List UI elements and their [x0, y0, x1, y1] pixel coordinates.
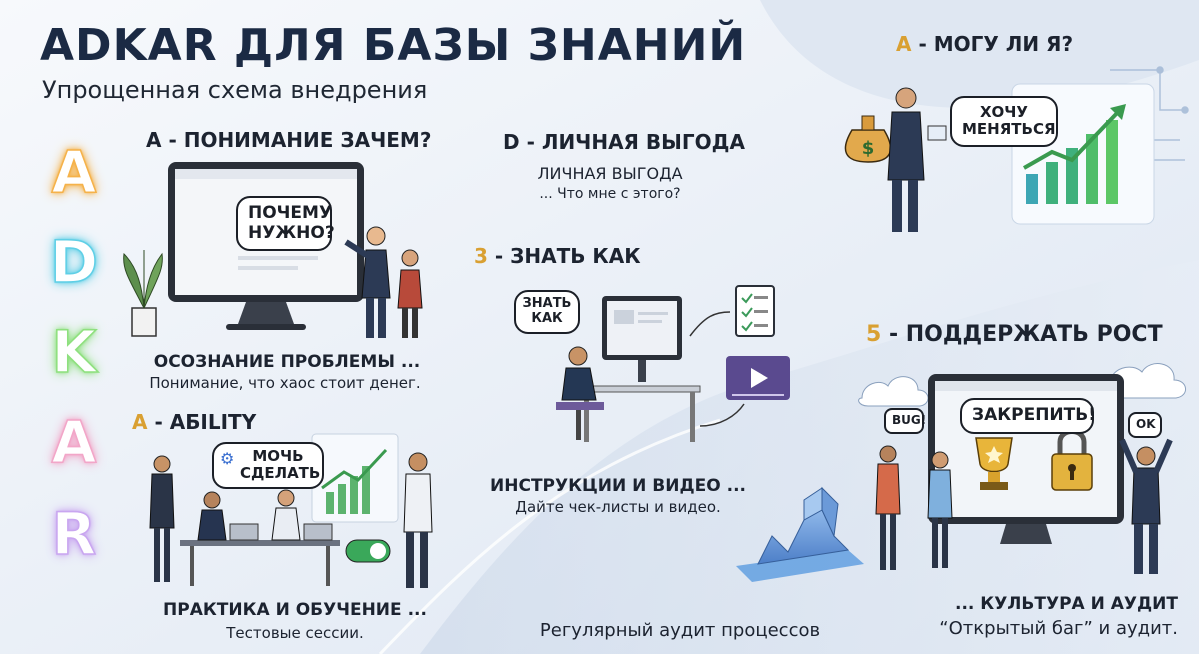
woman-standing-figure — [149, 455, 175, 582]
checklist-icon — [735, 285, 775, 337]
ability-bubble: ⚙ МОЧЬ СДЕЛАТЬ — [212, 442, 324, 489]
can-i-heading-text: - МОГУ ЛИ Я? — [911, 32, 1074, 56]
awareness-illustration — [123, 162, 423, 338]
seated-man-figure — [271, 489, 301, 541]
knowledge-bubble: ЗНАТЬ КАК — [514, 290, 580, 334]
gear-icon: ⚙ — [220, 449, 235, 468]
can-i-heading: A - МОГУ ЛИ Я? — [896, 32, 1073, 56]
awareness-bubble: ПОЧЕМУ НУЖНО? — [236, 196, 335, 252]
chart-board-icon — [311, 433, 399, 523]
svg-text:$: $ — [862, 138, 875, 159]
ability-illustration — [149, 433, 433, 588]
cloud-icon — [858, 376, 929, 407]
desire-line2: ... Что мне с этого? — [539, 186, 681, 202]
page-subtitle: Упрощенная схема внедрения — [42, 76, 428, 104]
awareness-line2: Понимание, что хаос стоит денег. — [149, 374, 421, 392]
letter-a1: A — [51, 137, 97, 207]
letter-r: R — [51, 499, 97, 569]
plant-icon — [123, 250, 163, 337]
knowledge-heading-text: - ЗНАТЬ КАК — [487, 244, 641, 268]
desire-line1: ЛИЧНАЯ ВЫГОДА — [537, 164, 683, 183]
presenter-figure — [344, 226, 391, 338]
reinforce-line2: “Открытый баг” и аудит. — [939, 618, 1178, 639]
ability-prefix: A — [132, 410, 148, 434]
woman-figure — [397, 249, 423, 338]
reinforce-heading-text: - ПОДДЕРЖАТЬ РОСТ — [881, 322, 1163, 347]
ability-heading-text: - AБILITY — [147, 410, 257, 434]
woman-blue-figure — [927, 451, 953, 568]
man-standing-figure — [403, 452, 433, 588]
reinforce-heading: 5 - ПОДДЕРЖАТЬ РОСТ — [866, 322, 1163, 347]
page-title: ADKAR ДЛЯ БАЗЫ ЗНАНИЙ — [40, 20, 747, 71]
padlock-icon — [1051, 429, 1093, 491]
businessman-figure — [887, 87, 947, 232]
ok-bubble: OK — [1128, 412, 1162, 438]
knowledge-line1: ИНСТРУКЦИИ И ВИДЕО ... — [490, 476, 746, 496]
knowledge-illustration — [556, 285, 790, 442]
letter-d: D — [49, 227, 99, 297]
bug-bubble: BUG! — [884, 408, 926, 434]
ability-bubble-text: МОЧЬ СДЕЛАТЬ — [240, 447, 321, 483]
video-player-icon — [726, 356, 790, 400]
desire-heading: D - ЛИЧНАЯ ВЫГОДА — [503, 130, 745, 154]
awareness-heading: A - ПОНИМАНИЕ ЗАЧЕМ? — [146, 128, 432, 152]
trophy-icon — [975, 437, 1013, 490]
ability-line1: ПРАКТИКА И ОБУЧЕНИЕ ... — [163, 600, 427, 620]
reinforce-bubble: ЗАКРЕПИТЬ! — [960, 398, 1096, 434]
money-bag-icon: $ — [844, 115, 892, 163]
knowledge-heading: 3 - ЗНАТЬ КАК — [474, 244, 641, 268]
awareness-line1: ОСОЗНАНИЕ ПРОБЛЕМЫ ... — [153, 352, 421, 372]
ability-heading: A - AБILITY — [132, 410, 256, 434]
can-i-illustration: $ — [844, 66, 1189, 232]
audit-3d-chart — [736, 486, 864, 582]
toggle-icon — [345, 539, 391, 563]
can-i-prefix: A — [896, 32, 912, 56]
letter-a2: A — [51, 407, 97, 477]
can-i-bubble: ХОЧУ МЕНЯТЬСЯ — [950, 96, 1058, 147]
letter-k: K — [51, 317, 97, 387]
cheering-man-figure — [1119, 438, 1173, 574]
knowledge-prefix: 3 — [474, 244, 488, 268]
monitor-icon — [602, 296, 682, 382]
ability-line2: Тестовые сессии. — [226, 624, 364, 642]
reinforce-line1: ... КУЛЬТУРА И АУДИТ — [955, 594, 1178, 614]
reinforce-prefix: 5 — [866, 322, 882, 347]
learner-figure — [556, 346, 604, 440]
knowledge-line2: Дайте чек-листы и видео. — [515, 498, 721, 516]
audit-text: Регулярный аудит процессов — [539, 620, 821, 641]
reinforce-illustration — [858, 363, 1186, 574]
seated-woman-figure — [197, 491, 227, 541]
woman-figure — [875, 445, 901, 570]
